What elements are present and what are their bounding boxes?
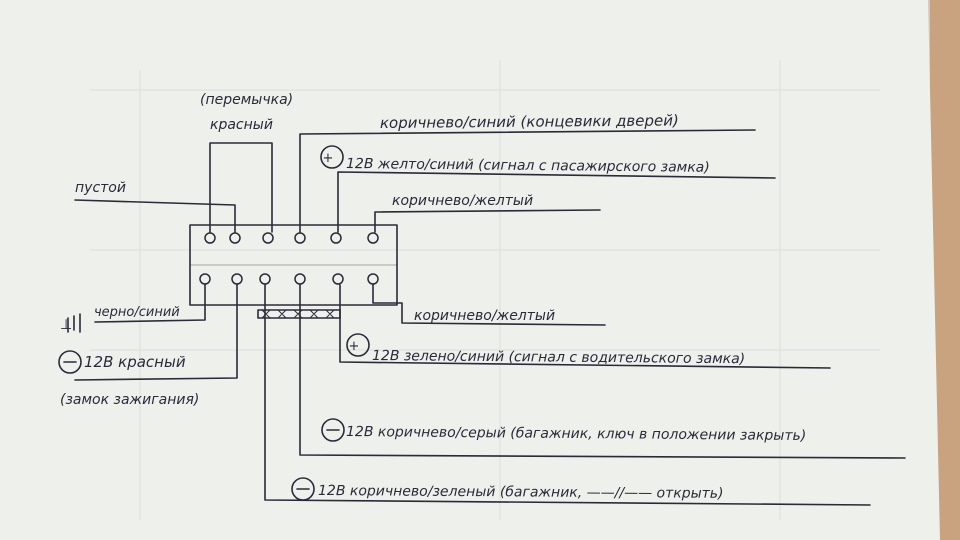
label-brown-yellow-top: коричнево/желтый (392, 193, 533, 209)
labels: (перемычка) красный пустой коричнево/син… (60, 92, 806, 502)
pin-bottom-1 (199, 273, 211, 285)
wire-brown-yellow-top (374, 209, 601, 233)
ground-symbol (67, 313, 81, 333)
paper-grid (90, 60, 880, 520)
minus-circle-red (58, 350, 82, 374)
wire-brown-gray (299, 284, 906, 459)
wire-black-blue (94, 284, 206, 323)
label-green-blue: 12В зелено/синий (сигнал с водительского… (372, 348, 745, 367)
wire-brown-green (264, 284, 871, 506)
cable-bundle (257, 309, 341, 319)
label-brown-green: 12В коричнево/зеленый (багажник, ——//—— … (318, 483, 724, 502)
wire-brown-yellow-bottom (372, 284, 606, 326)
wire-empty (74, 199, 236, 233)
label-yellow-blue: 12В желто/синий (сигнал с пасажирского з… (346, 156, 710, 176)
minus-circle-green (291, 477, 315, 501)
label-brown-gray: 12В коричнево/серый (багажник, ключ в по… (346, 424, 806, 444)
label-red-top: красный (210, 117, 273, 133)
pin-bottom-2 (231, 273, 243, 285)
label-ignition: (замок зажигания) (60, 392, 199, 408)
ground-mark: ⊥ (60, 317, 72, 333)
pin-top-3 (262, 232, 274, 244)
pin-top-2 (229, 232, 241, 244)
pin-top-4 (294, 232, 306, 244)
wires (58, 129, 906, 506)
pin-top-1 (204, 232, 216, 244)
wire-red-bottom (74, 284, 238, 381)
minus-circle-gray (321, 418, 345, 442)
wire-yellow-blue (337, 171, 776, 233)
pin-bottom-3 (259, 273, 271, 285)
paper-sheet (0, 0, 940, 540)
pin-bottom-4 (294, 273, 306, 285)
label-empty: пустой (75, 180, 126, 196)
plus-marker-green: + (349, 339, 360, 354)
pin-top-5 (330, 232, 342, 244)
plus-circle-green (346, 333, 370, 357)
label-brown-blue: коричнево/синий (концевики дверей) (380, 111, 679, 132)
wire-jumper-red (209, 142, 273, 233)
wire-brown-blue (299, 129, 756, 233)
connector-pins (199, 232, 379, 285)
label-jumper: (перемычка) (200, 92, 293, 108)
label-brown-yellow-bottom: коричнево/желтый (414, 308, 555, 324)
label-black-blue: черно/синий (94, 305, 180, 320)
pin-bottom-5 (332, 273, 344, 285)
plus-circle-yellow (320, 145, 344, 169)
pin-top-6 (367, 232, 379, 244)
plus-marker-yellow: + (323, 151, 334, 166)
pin-bottom-6 (367, 273, 379, 285)
label-red-bottom: 12В красный (84, 353, 186, 371)
